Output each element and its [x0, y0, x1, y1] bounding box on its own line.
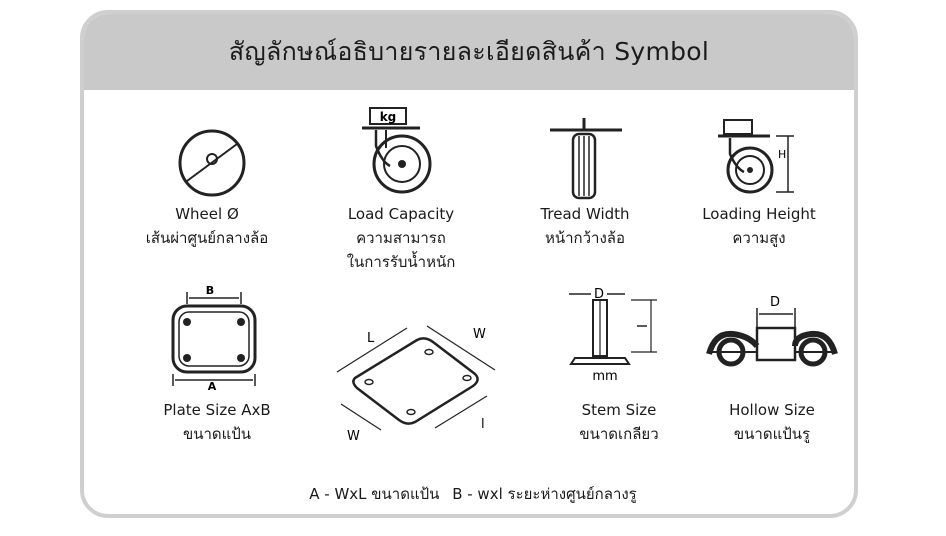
dim-unit-label: mm [592, 369, 617, 384]
kg-label: kg [380, 110, 397, 124]
plate-diagonal-icon: L W W l [336, 325, 496, 444]
dim-b-label: B [206, 284, 214, 297]
wheel-diameter-icon [178, 129, 246, 197]
header-bar: สัญลักษณ์อธิบายรายละเอียดสินค้า Symbol [84, 14, 854, 90]
footnote: A - WxL ขนาดแป้น B - wxl ระยะห่างศูนย์กล… [0, 482, 946, 506]
loading-height-icon: H [718, 119, 794, 194]
dim-d-label: D [770, 295, 780, 310]
hollow-size-icon: D [706, 295, 838, 367]
height-label: H [778, 148, 786, 161]
dim-a-label: A [208, 380, 217, 390]
dim-d-label: D [594, 287, 604, 302]
dim-w-bottom-label: W [347, 429, 360, 444]
tread-width-icon [550, 118, 622, 200]
plate-size-icon: B A [171, 284, 257, 390]
symbol-legend-card: สัญลักษณ์อธิบายรายละเอียดสินค้า Symbol [80, 10, 858, 518]
dim-w-top-label: W [473, 327, 486, 342]
page-title: สัญลักษณ์อธิบายรายละเอียดสินค้า Symbol [228, 37, 710, 66]
dim-l-label: L [367, 331, 375, 346]
load-capacity-icon: kg [362, 107, 432, 194]
dim-l-small-label: l [481, 417, 485, 432]
footnote-part-a: A - WxL ขนาดแป้น [309, 485, 440, 503]
footnote-part-b: B - wxl ระยะห่างศูนย์กลางรู [452, 485, 637, 503]
stem-size-icon: D mm [569, 287, 657, 384]
